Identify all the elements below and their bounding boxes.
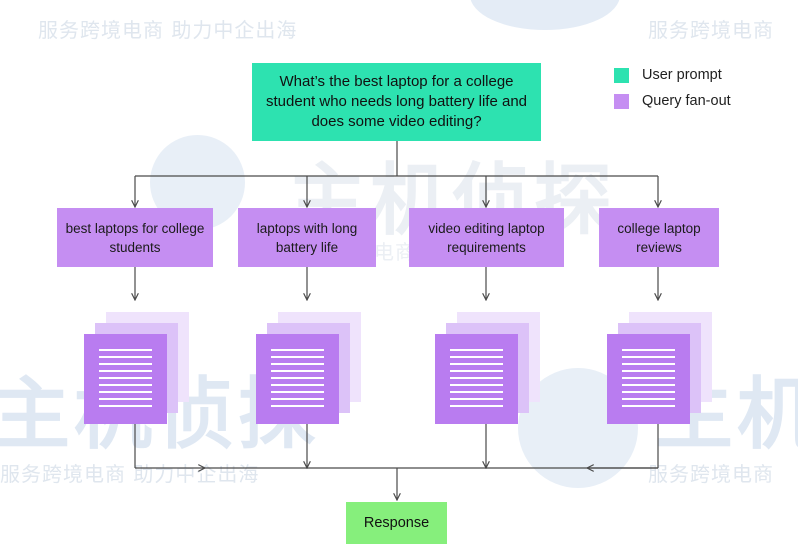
document-icon — [435, 334, 518, 424]
document-stack-2 — [256, 312, 361, 424]
query-label: best laptops for college students — [65, 220, 205, 255]
document-stack-3 — [435, 312, 540, 424]
query-label: college laptop reviews — [617, 220, 701, 255]
legend-item-query-fanout: Query fan-out — [614, 88, 731, 114]
legend-item-user-prompt: User prompt — [614, 62, 731, 88]
legend-swatch-user-prompt — [614, 67, 629, 83]
document-icon — [84, 334, 167, 424]
legend-swatch-query-fanout — [614, 93, 629, 109]
query-label: video editing laptop requirements — [428, 220, 545, 255]
query-box-4: college laptop reviews — [599, 208, 719, 267]
document-stack-4 — [607, 312, 712, 424]
watermark-caption: 服务跨境电商 — [648, 18, 774, 42]
response-box: Response — [346, 502, 447, 544]
user-prompt-text: What’s the best laptop for a college stu… — [266, 73, 528, 130]
document-icon — [256, 334, 339, 424]
query-box-2: laptops with long battery life — [238, 208, 376, 267]
response-label: Response — [363, 515, 430, 531]
watermark-caption: 服务跨境电商 — [648, 462, 774, 486]
document-stack-1 — [84, 312, 189, 424]
query-label: laptops with long battery life — [256, 220, 358, 255]
query-box-3: video editing laptop requirements — [409, 208, 564, 267]
document-icon — [607, 334, 690, 424]
user-prompt-box: What’s the best laptop for a college stu… — [252, 63, 541, 141]
legend-label: User prompt — [642, 67, 722, 83]
legend-label: Query fan-out — [642, 93, 731, 109]
watermark-caption: 服务跨境电商 助力中企出海 — [0, 462, 260, 486]
query-box-1: best laptops for college students — [57, 208, 213, 267]
watermark-caption: 服务跨境电商 助力中企出海 — [38, 18, 298, 42]
legend: User prompt Query fan-out — [614, 62, 731, 114]
